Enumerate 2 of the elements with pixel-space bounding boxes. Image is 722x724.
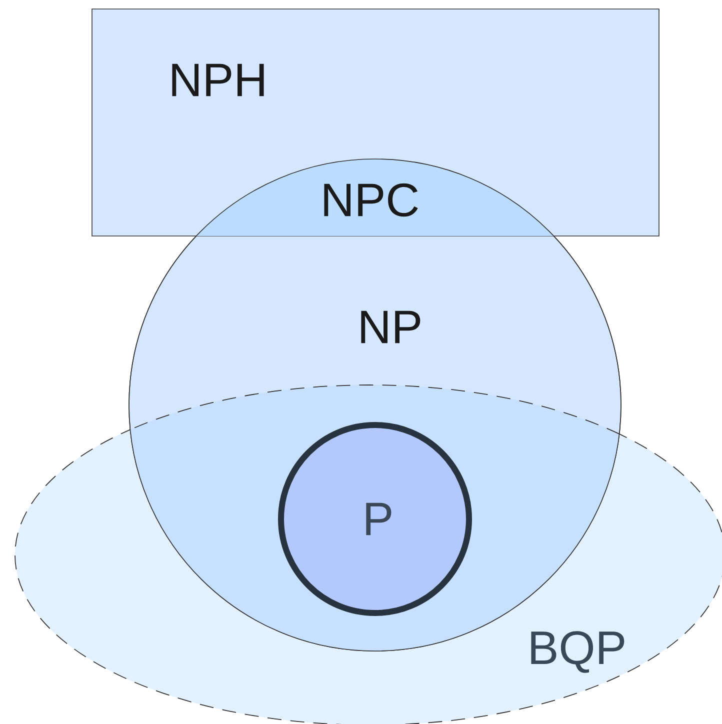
region-label: NPC [324,183,418,217]
node-label: NPH [172,64,264,96]
